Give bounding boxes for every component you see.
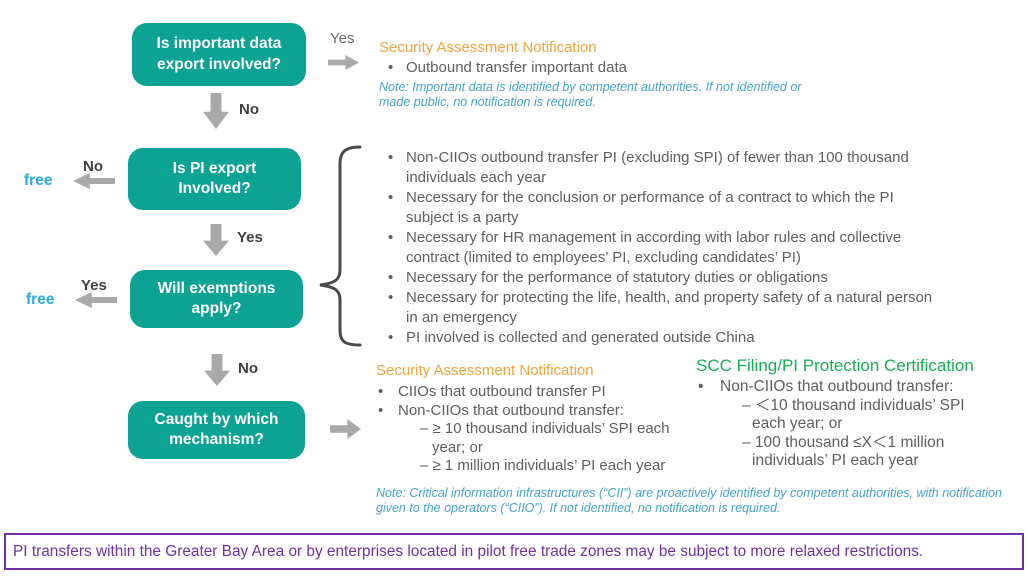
list-item: Non-CIIOs outbound transfer PI (excludin… — [388, 148, 938, 188]
decision-box-mechanism: Caught by which mechanism? — [128, 401, 305, 459]
exemptions-list: Non-CIIOs outbound transfer PI (excludin… — [388, 148, 983, 348]
list-item: – ≥ 1 million individuals’ PI each year — [420, 457, 666, 474]
important-data-outcome-block: Security Assessment Notification Outboun… — [379, 39, 939, 110]
security-assessment-title: Security Assessment Notification — [379, 39, 597, 56]
security-assessment-title: Security Assessment Notification — [376, 362, 594, 379]
outcome-free-label: free — [26, 291, 55, 308]
list-item: Necessary for protecting the life, healt… — [388, 288, 938, 328]
decision-box-exemptions: Will exemptions apply? — [130, 270, 303, 328]
list-item: Non-CIIOs that outbound transfer: — [696, 378, 998, 397]
arrow-left-icon — [73, 173, 115, 189]
list-item: PI involved is collected and generated o… — [388, 328, 938, 348]
edge-label-yes: Yes — [237, 229, 263, 246]
scc-certification-title: SCC Filing/PI Protection Certification — [696, 356, 974, 375]
arrow-down-icon — [203, 93, 229, 129]
outcome-free-label: free — [24, 172, 53, 189]
list-item: – ＜10 thousand individuals’ SPI each yea… — [742, 396, 965, 433]
arrow-right-icon — [330, 419, 361, 439]
decision-box-important-data: Is important data export involved? — [132, 23, 306, 86]
cii-note: Note: Critical information infrastructur… — [376, 486, 1002, 515]
list-item: – ≥ 10 thousand individuals’ SPI each ye… — [420, 420, 670, 456]
list-item: Non-CIIOs that outbound transfer: — [376, 402, 698, 421]
edge-label-no: No — [238, 360, 258, 377]
arrow-down-icon — [203, 224, 229, 256]
edge-label-yes: Yes — [330, 30, 355, 47]
arrow-right-icon — [328, 55, 359, 70]
list-item: CIIOs that outbound transfer PI — [376, 383, 698, 402]
arrow-left-icon — [75, 292, 117, 308]
edge-label-no: No — [239, 101, 259, 118]
decision-box-pi-export: Is PI export Involved? — [128, 148, 301, 210]
scc-certification-column: SCC Filing/PI Protection Certification N… — [696, 357, 998, 471]
curly-brace-icon — [319, 145, 362, 347]
list-item: Necessary for the conclusion or performa… — [388, 188, 938, 228]
edge-label-no: No — [83, 158, 103, 175]
outcome-bullet: Outbound transfer important data — [379, 59, 939, 77]
list-item: – 100 thousand ≤X＜1 million individuals’… — [742, 433, 945, 470]
list-item: Necessary for HR management in according… — [388, 228, 938, 268]
relaxed-restrictions-banner: PI transfers within the Greater Bay Area… — [4, 533, 1024, 570]
security-assessment-column: Security Assessment Notification CIIOs t… — [376, 362, 698, 476]
list-item: Necessary for the performance of statuto… — [388, 268, 938, 288]
important-data-note: Note: Important data is identified by co… — [379, 80, 802, 109]
arrow-down-icon — [204, 354, 230, 386]
edge-label-yes: Yes — [81, 277, 107, 294]
